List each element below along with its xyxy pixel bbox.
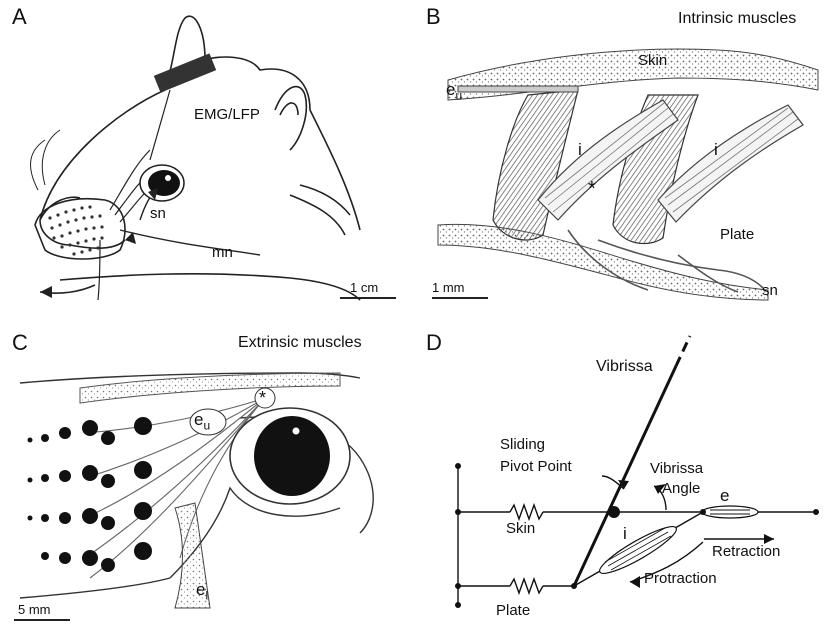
label-i: i [623,524,627,544]
label-star-c: * [259,388,266,409]
label-emg-lfp: EMG/LFP [194,106,260,123]
label-mn: mn [212,244,233,261]
label-e: e [720,486,729,506]
rat-head-illustration [0,0,410,310]
label-sliding-1: Sliding [500,436,545,453]
label-protraction: Protraction [644,570,717,587]
label-retraction: Retraction [712,543,780,560]
label-el: el [196,580,208,602]
label-vibrissa: Vibrissa [596,358,653,376]
panel-c: C Extrinsic muscles [0,318,410,629]
label-plate-d: Plate [496,602,530,619]
panel-a: A [0,0,410,310]
label-skin: Skin [638,52,667,69]
label-vibrissa-angle-1: Vibrissa [650,460,703,477]
scale-label-b: 1 mm [432,280,465,295]
panel-b: B Intrinsic muscles [418,0,833,310]
label-star: * [588,178,596,201]
label-i-1: i [578,140,582,160]
intrinsic-muscle-micrograph [418,0,833,310]
scale-label-c: 5 mm [18,602,51,617]
label-eu-c: eu [194,410,210,432]
label-sn-b: sn [762,282,778,299]
scale-label-a: 1 cm [350,280,378,295]
label-sn: sn [150,205,166,222]
label-sliding-2: Pivot Point [500,458,572,475]
label-eu: eu [446,80,462,102]
label-i-2: i [714,140,718,160]
label-vibrissa-angle-2: Angle [662,480,700,497]
panel-d: D [418,318,833,629]
label-skin-d: Skin [506,520,535,537]
label-plate: Plate [720,226,754,243]
